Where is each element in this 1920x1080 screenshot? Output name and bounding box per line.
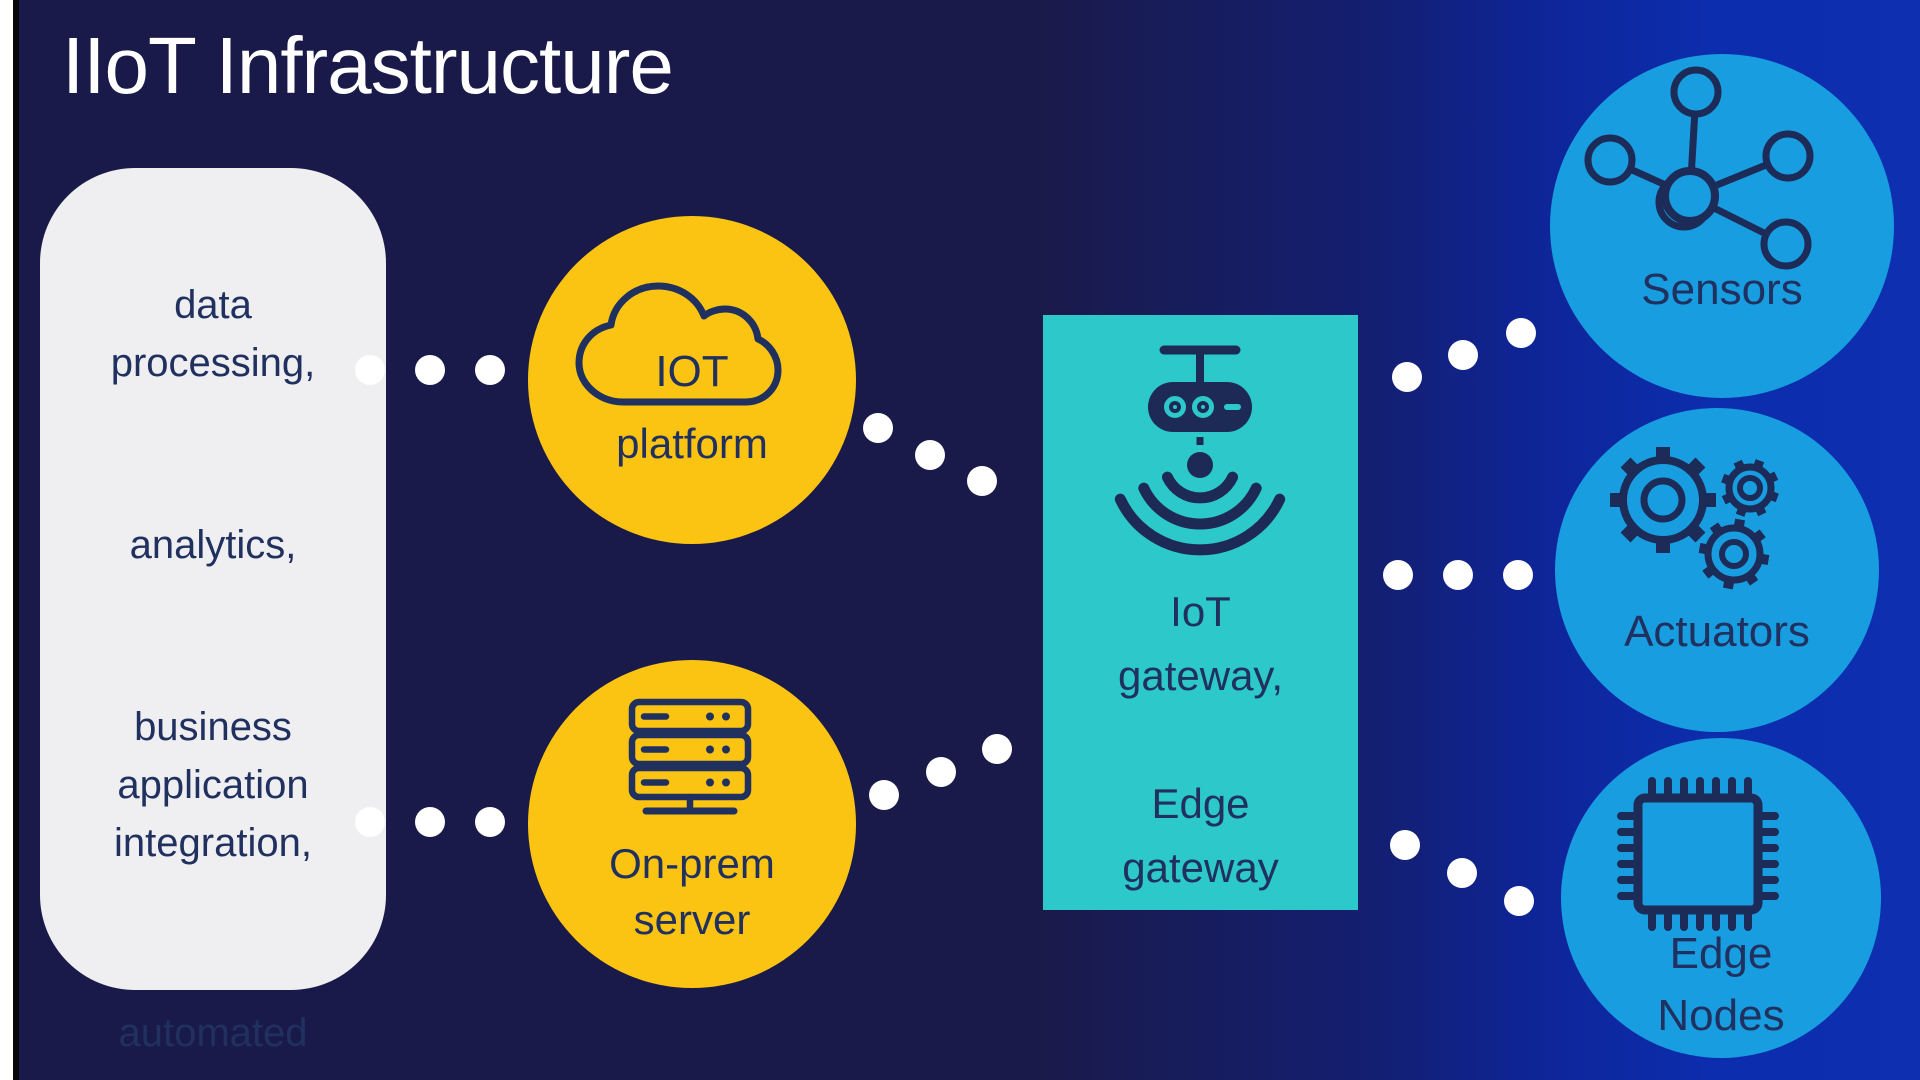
cloud-icon — [575, 282, 782, 406]
server-rack-icon — [628, 698, 752, 815]
gears-icon — [1610, 447, 1779, 590]
capabilities-panel: data processing, analytics, business app… — [40, 168, 386, 1080]
capability-business-integration: business application integration, — [114, 705, 312, 865]
onprem-server-label: On-prem server — [609, 840, 775, 943]
capability-analytics: analytics, — [129, 523, 297, 567]
connector-gateway-sensors — [1392, 318, 1536, 392]
connector-panel-platform — [355, 355, 505, 385]
capabilities-text: data processing, analytics, business app… — [40, 168, 386, 1080]
capability-data-processing: data processing, — [110, 283, 316, 385]
connector-panel-server — [355, 807, 505, 837]
page-title: IIoT Infrastructure — [62, 21, 674, 110]
microchip-icon — [1617, 777, 1779, 931]
node-sensors: Sensors — [1550, 54, 1894, 398]
cloud-icon-label: IOT — [655, 347, 729, 396]
node-onprem-server: On-prem server — [528, 660, 856, 988]
sensor-network-icon — [1584, 66, 1814, 270]
iot-platform-label: platform — [616, 420, 768, 467]
actuators-label: Actuators — [1624, 607, 1810, 656]
edge-nodes-label: Edge Nodes — [1657, 929, 1785, 1040]
connector-gateway-actuators — [1383, 560, 1533, 590]
node-iot-platform: IOT platform — [528, 216, 856, 544]
left-edge-black-line — [13, 0, 19, 1080]
connector-gateway-edgenodes — [1390, 830, 1534, 916]
node-edge-nodes: Edge Nodes — [1561, 738, 1881, 1058]
connector-platform-gateway — [863, 413, 997, 496]
sensors-label: Sensors — [1641, 265, 1803, 314]
connector-server-gateway — [869, 734, 1012, 810]
node-actuators: Actuators — [1555, 408, 1879, 732]
gateway-label: IoT gateway, Edge gateway — [1118, 588, 1283, 891]
left-edge-white-strip — [0, 0, 13, 1080]
node-gateway: IoT gateway, Edge gateway — [1043, 315, 1358, 910]
iot-gateway-device-icon — [1114, 345, 1286, 556]
capability-automated-processes: automated processes database — [118, 1011, 308, 1080]
